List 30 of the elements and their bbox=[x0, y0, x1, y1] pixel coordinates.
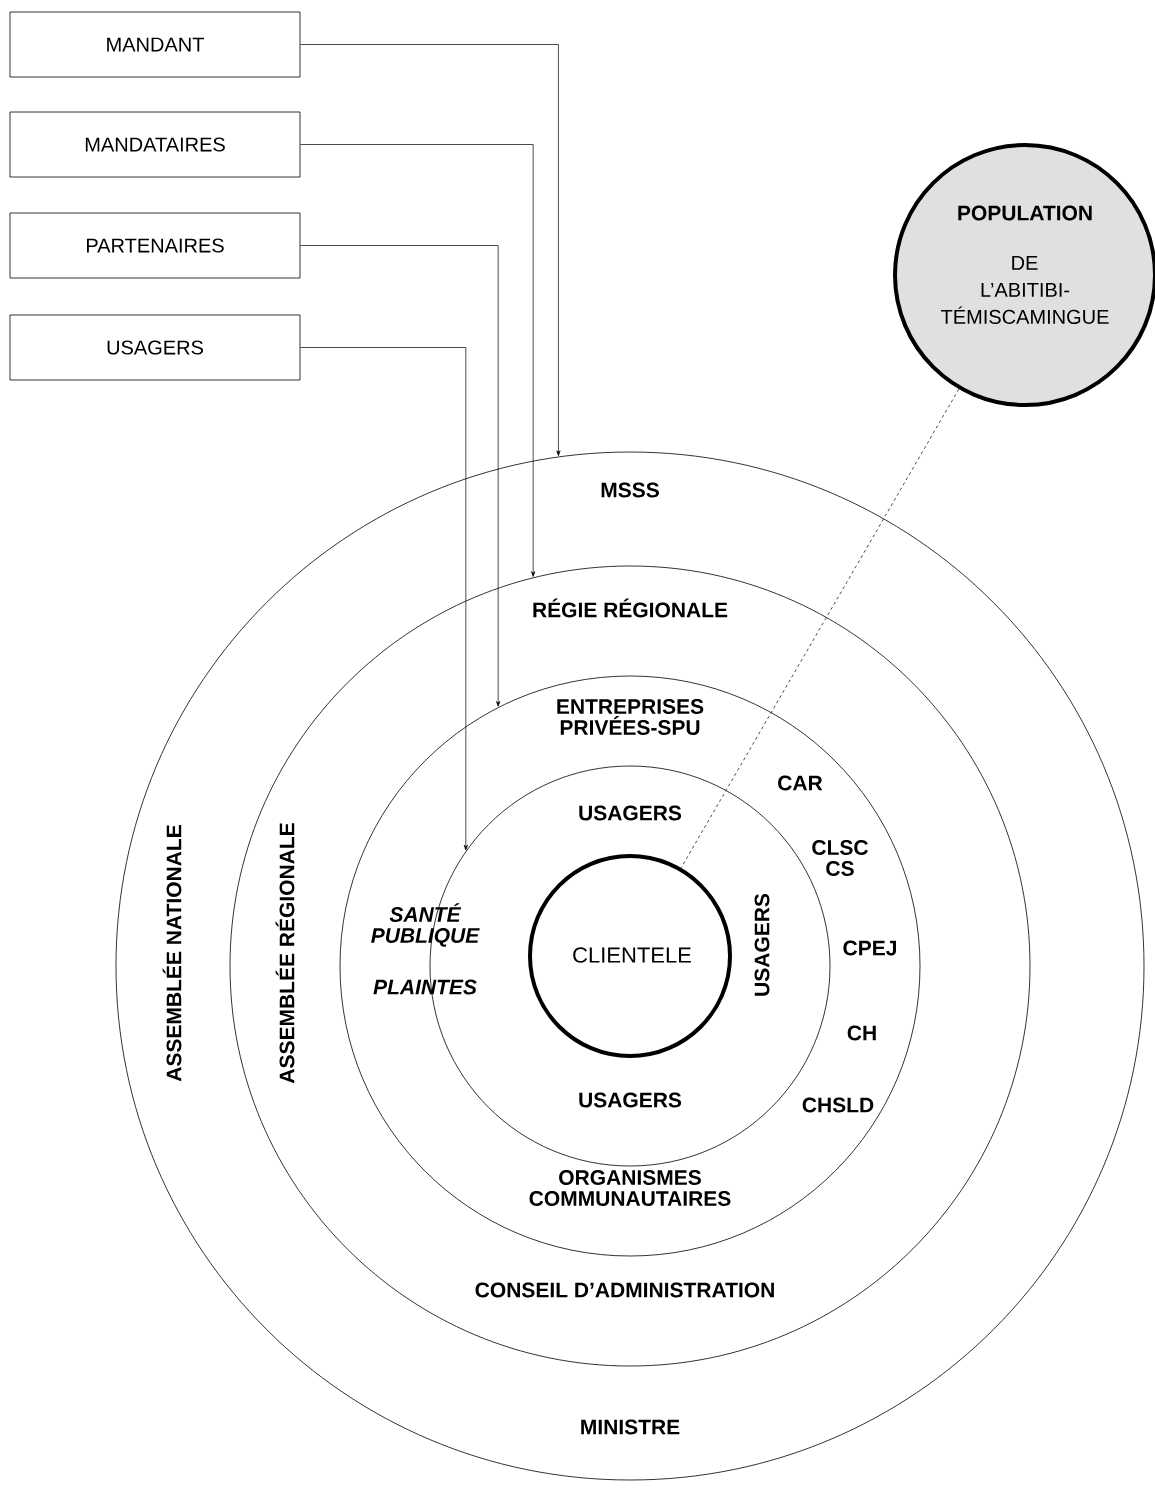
arrow bbox=[300, 144, 536, 577]
ring-label: SANTÉ PUBLIQUE bbox=[371, 903, 480, 947]
arrow bbox=[300, 245, 501, 707]
label-box: MANDANT bbox=[9, 11, 301, 78]
ring-label: ENTREPRISES PRIVÉES-SPU bbox=[557, 699, 704, 735]
ring-label: ASSEMBLÉE RÉGIONALE bbox=[275, 823, 295, 1084]
ring-label: CAR bbox=[778, 775, 823, 791]
ring-label: PLAINTES bbox=[373, 979, 477, 995]
population-label: DE L’ABITIBI-TÉMISCAMINGUE bbox=[941, 256, 1109, 324]
label-box: PARTENAIRES bbox=[9, 212, 301, 279]
ring-label: CH bbox=[847, 1025, 876, 1041]
ring-label: CLSC CS bbox=[812, 840, 868, 876]
ring-label: USAGERS bbox=[754, 893, 770, 996]
ring-label: CPEJ bbox=[843, 940, 896, 956]
ring-label: ORGANISMES COMMUNAUTAIRES bbox=[529, 1170, 731, 1206]
ring-label: USAGERS bbox=[579, 805, 682, 821]
ring-label: MSSS bbox=[601, 482, 659, 498]
connector-line bbox=[680, 388, 960, 869]
ring-label: ASSEMBLÉE NATIONALE bbox=[162, 825, 182, 1082]
ring-label: USAGERS bbox=[579, 1092, 682, 1108]
arrow bbox=[300, 347, 468, 851]
label-box: USAGERS bbox=[9, 314, 301, 381]
ring-label: RÉGIE RÉGIONALE bbox=[533, 598, 728, 618]
label-box: MANDATAIRES bbox=[9, 111, 301, 178]
center-label: CLIENTELE bbox=[573, 947, 691, 963]
ring-label: CHSLD bbox=[802, 1097, 874, 1113]
ring-label: CONSEIL D’ADMINISTRATION bbox=[475, 1282, 774, 1298]
arrow bbox=[300, 44, 561, 456]
ring-label: MINISTRE bbox=[581, 1419, 680, 1435]
population-label: POPULATION bbox=[958, 205, 1092, 221]
